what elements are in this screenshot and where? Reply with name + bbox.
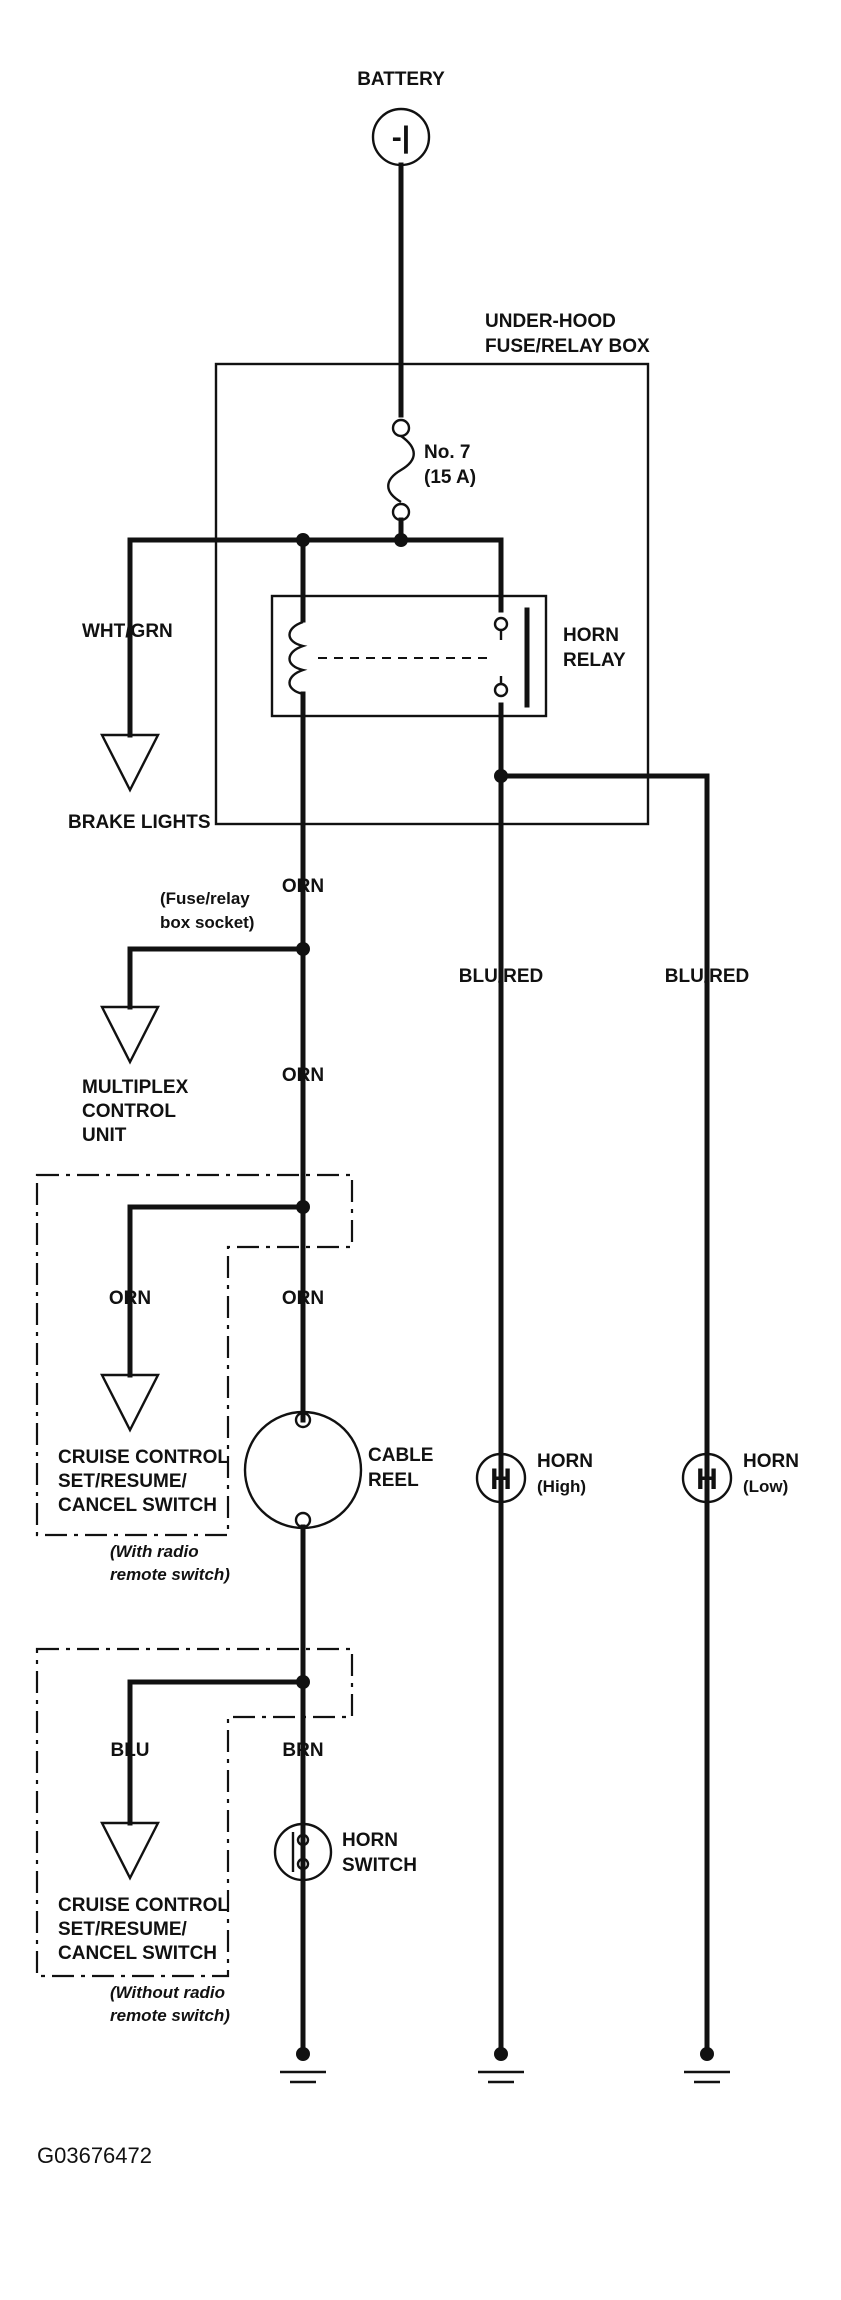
blu-label: BLU [110, 1740, 149, 1761]
cruise-1-wire [127, 1204, 306, 1378]
orn-label-2: ORN [282, 1065, 324, 1086]
with-radio-label-line2: remote switch) [110, 1565, 230, 1584]
orn-label-1: ORN [282, 876, 324, 897]
multiplex-label-line1: MULTIPLEX [82, 1077, 189, 1098]
relay-coil-icon [288, 620, 308, 696]
brake-lights-label: BRAKE LIGHTS [68, 812, 211, 833]
cruise-1-label-line3: CANCEL SWITCH [58, 1495, 217, 1516]
cruise-2-label-line2: SET/RESUME/ [58, 1919, 188, 1940]
horn-relay-box [270, 594, 548, 718]
cable-reel-label-line2: REEL [368, 1470, 419, 1491]
wht-grn-label: WHT/GRN [82, 621, 173, 642]
horn-relay-label-line2: RELAY [563, 650, 626, 671]
cruise-2-label-line1: CRUISE CONTROL [58, 1895, 229, 1916]
cruise-1-triangle [100, 1373, 160, 1433]
fuse-no7-symbol [387, 418, 415, 522]
multiplex-wire [127, 946, 306, 1010]
svg-text:H: H [490, 1463, 512, 1496]
blu-red-label-1: BLU/RED [459, 966, 543, 987]
battery-symbol: -| [371, 107, 431, 167]
underhood-label-line2: FUSE/RELAY BOX [485, 336, 650, 357]
horn-high-symbol: H [475, 1452, 527, 1504]
without-radio-label-line1: (Without radio [110, 1983, 225, 2002]
horn-switch-label-line2: SWITCH [342, 1855, 417, 1876]
horn-relay-label-line1: HORN [563, 625, 619, 646]
figure-code: G03676472 [37, 2143, 152, 2168]
ground-symbol-2 [478, 2047, 524, 2084]
horn-switch-label-line1: HORN [342, 1830, 398, 1851]
horn-low-label-line1: HORN [743, 1451, 799, 1472]
socket-label-line2: box socket) [160, 913, 254, 932]
horn-high-label-line2: (High) [537, 1477, 586, 1496]
underhood-label-line1: UNDER-HOOD [485, 311, 616, 332]
ground-symbol-3 [684, 2047, 730, 2084]
brake-lights-triangle [100, 733, 160, 793]
cable-reel-terminal-top [294, 1411, 312, 1429]
blu-red-wire-low [498, 773, 710, 2050]
cruise-2-triangle [100, 1821, 160, 1881]
cruise-1-label-line2: SET/RESUME/ [58, 1471, 188, 1492]
without-radio-label-line2: remote switch) [110, 2006, 230, 2025]
battery-label: BATTERY [357, 69, 445, 90]
fuse-label-line2: (15 A) [424, 467, 476, 488]
multiplex-label-line2: CONTROL [82, 1101, 176, 1122]
brn-label: BRN [282, 1740, 323, 1761]
cable-reel-label-line1: CABLE [368, 1445, 433, 1466]
ground-symbol-1 [280, 2047, 326, 2084]
multiplex-triangle [100, 1005, 160, 1065]
cable-reel-symbol [243, 1410, 363, 1530]
underhood-fuse-relay-box [214, 362, 650, 826]
with-radio-label-line1: (With radio [110, 1542, 199, 1561]
horn-switch-symbol [273, 1822, 333, 1882]
relay-switch-icon [493, 607, 530, 708]
horn-low-label-line2: (Low) [743, 1477, 788, 1496]
svg-text:H: H [696, 1463, 718, 1496]
cruise-2-wire [127, 1679, 306, 1826]
horn-high-label-line1: HORN [537, 1451, 593, 1472]
horn-low-symbol: H [681, 1452, 733, 1504]
cruise-1-label-line1: CRUISE CONTROL [58, 1447, 229, 1468]
orn-label-4: ORN [282, 1288, 324, 1309]
socket-label-line1: (Fuse/relay [160, 889, 250, 908]
multiplex-label-line3: UNIT [82, 1125, 127, 1146]
cruise-switch-enclosure-1 [35, 1173, 354, 1537]
fuse-label-line1: No. 7 [424, 442, 470, 463]
blu-red-label-2: BLU/RED [665, 966, 749, 987]
junction-fuse [394, 533, 408, 547]
orn-label-3: ORN [109, 1288, 151, 1309]
battery-glyph: -| [392, 121, 410, 154]
cruise-2-label-line3: CANCEL SWITCH [58, 1943, 217, 1964]
